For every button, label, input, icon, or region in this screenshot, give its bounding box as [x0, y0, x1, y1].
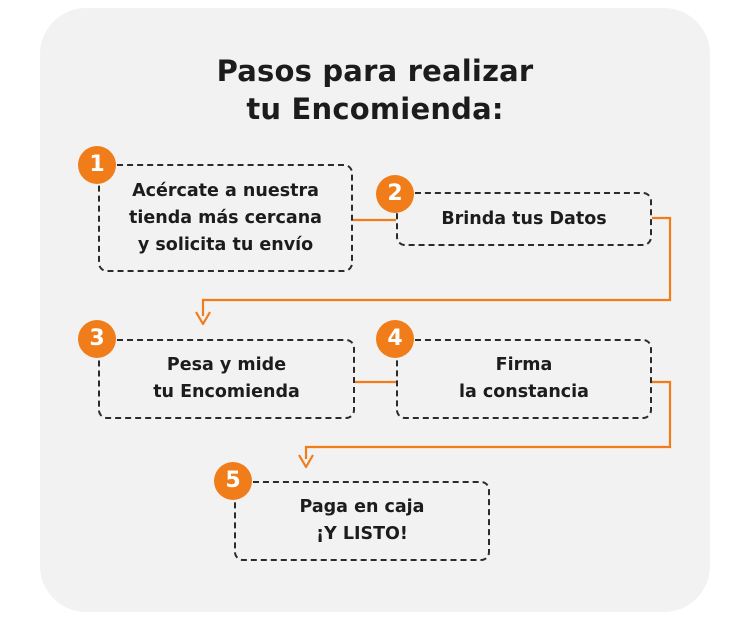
- step-3-number-badge: 3: [78, 320, 116, 358]
- arrow-head-5: [298, 454, 314, 469]
- step-1-line-3: y solicita tu envío: [137, 234, 314, 255]
- step-3-box: Pesa y mide tu Encomienda: [98, 339, 355, 419]
- step-2-box: Brinda tus Datos: [396, 192, 652, 246]
- connector-4-5: [304, 380, 672, 459]
- step-4-line-2: la constancia: [459, 382, 589, 402]
- arrow-head-3: [195, 311, 211, 326]
- step-5-box: Paga en caja ¡Y LISTO!: [234, 481, 490, 561]
- step-2-number-badge: 2: [376, 175, 414, 213]
- step-5-line-1: Paga en caja: [299, 497, 425, 517]
- step-1-line-2: tienda más cercana: [129, 207, 322, 228]
- title-line-1: Pasos para realizar: [216, 54, 534, 88]
- page-title: Pasos para realizar tu Encomienda:: [40, 52, 710, 128]
- step-3-line-2: tu Encomienda: [153, 382, 300, 402]
- step-1-line-1: Acércate a nuestra: [132, 180, 319, 201]
- step-2-line-1: Brinda tus Datos: [441, 208, 607, 229]
- step-1-box: Acércate a nuestra tienda más cercana y …: [98, 164, 353, 272]
- step-4-number-badge: 4: [376, 320, 414, 358]
- connector-2-3: [201, 216, 672, 316]
- title-line-2: tu Encomienda:: [246, 92, 504, 126]
- step-1-number-badge: 1: [78, 146, 116, 184]
- step-4-line-1: Firma: [495, 355, 553, 375]
- step-4-box: Firma la constancia: [396, 339, 652, 419]
- step-5-line-2: ¡Y LISTO!: [316, 524, 408, 544]
- step-5-number-badge: 5: [214, 462, 252, 500]
- step-3-line-1: Pesa y mide: [166, 355, 287, 375]
